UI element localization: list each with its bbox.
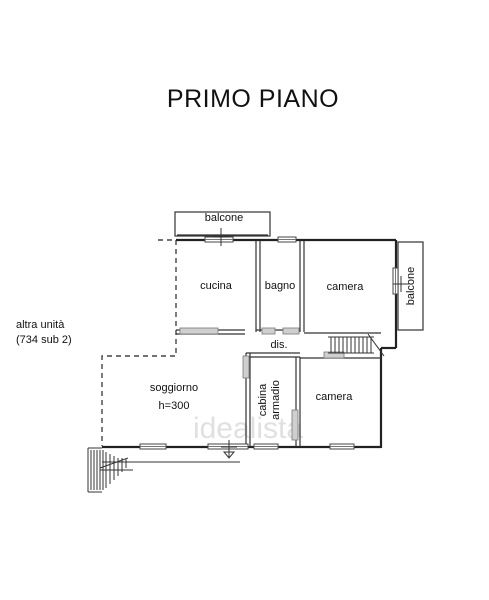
neighbor-boundary [101, 239, 177, 446]
watermark-text: idealista [193, 412, 303, 445]
crosshair-markers [213, 228, 409, 459]
room-label-bagno: bagno [265, 280, 296, 292]
room-label-cabina: cabina [257, 383, 269, 416]
external-staircase [87, 447, 240, 493]
room-label-armadio: armadio [270, 380, 282, 420]
room-label-balcone-top: balcone [205, 212, 244, 224]
wall-openings [179, 327, 345, 441]
room-label-camera-top: camera [327, 281, 365, 293]
room-label-soggiorno-height: h=300 [159, 400, 190, 412]
top-balcony [174, 211, 271, 237]
room-label-camera-bottom: camera [316, 391, 354, 403]
neighbor-label-line2: (734 sub 2) [16, 334, 72, 346]
plan-title: PRIMO PIANO [167, 85, 339, 113]
room-labels: balcone balcone cucina bagno camera dis.… [150, 212, 417, 420]
neighbor-unit-note: altra unità (734 sub 2) [16, 319, 72, 346]
room-label-balcone-right: balcone [405, 267, 417, 306]
internal-staircase [328, 333, 385, 357]
neighbor-label-line1: altra unità [16, 319, 65, 331]
room-label-dis: dis. [270, 339, 287, 351]
room-label-cucina: cucina [200, 280, 233, 292]
room-label-soggiorno: soggiorno [150, 382, 198, 394]
